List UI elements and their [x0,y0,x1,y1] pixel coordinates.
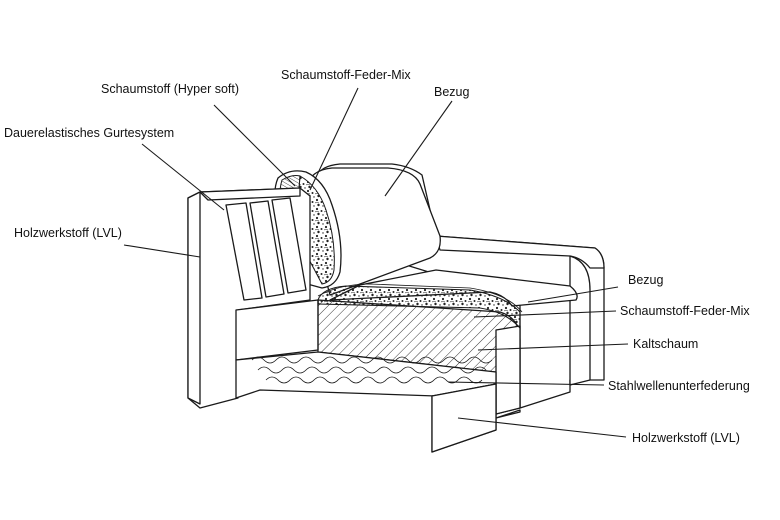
label-bezug-top: Bezug [434,85,470,99]
label-bezug-right: Bezug [628,273,664,287]
label-holzwerkstoff-bottom: Holzwerkstoff (LVL) [632,431,740,445]
seat-front-board [235,299,319,361]
label-schaumstoff-feder-mix-right: Schaumstoff-Feder-Mix [620,304,750,318]
label-schaumstoff-feder-mix-top: Schaumstoff-Feder-Mix [281,68,411,82]
label-dauerelastisches-gurtesystem: Dauerelastisches Gurtesystem [4,126,175,140]
leader-lines [123,87,629,438]
label-holzwerkstoff-left: Holzwerkstoff (LVL) [14,226,122,240]
label-schaumstoff-hyper-soft: Schaumstoff (Hyper soft) [101,82,240,96]
label-stahlwellenunterfederung: Stahlwellenunterfederung [608,379,750,393]
seat-cushion [317,283,523,415]
front-frame-panel [431,383,521,453]
webbing-straps [225,197,307,301]
label-kaltschaum: Kaltschaum [633,337,699,351]
